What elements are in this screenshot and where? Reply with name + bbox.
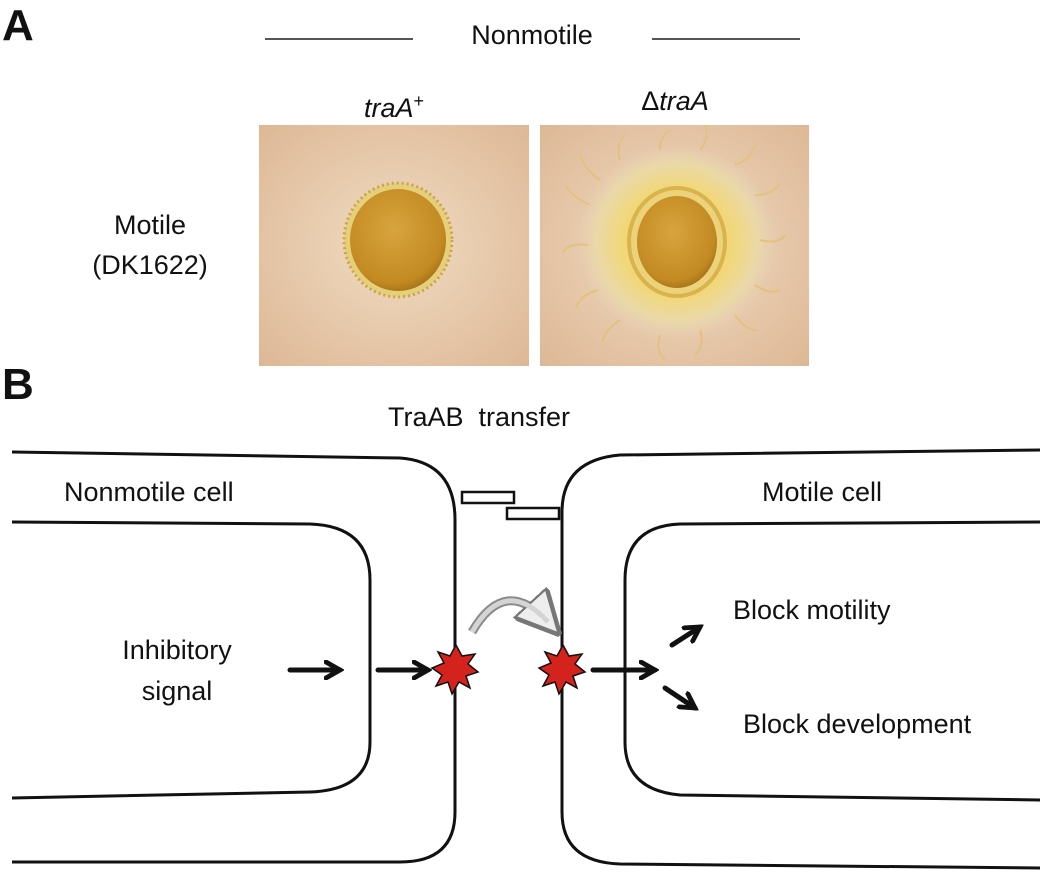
row-label-line1: Motile [113,210,187,240]
signal-burst-right [537,643,587,696]
col2-name: traA [659,86,709,116]
traa-protein-2 [505,506,561,521]
row-label-line2: (DK1622) [92,250,208,280]
photo-traA-plus [259,125,529,366]
arrow-motility [669,627,700,648]
photo-delta-traA [540,124,809,366]
panel-b-label: B [2,360,34,409]
arrow-development [662,685,695,708]
col2-header: ΔtraA [600,86,750,116]
signal-burst-left [430,643,480,696]
nonmotile-header: Nonmotile [471,20,593,50]
col2-prefix: Δ [641,86,660,116]
right-inner-membrane [623,520,1041,802]
col1-header: traA+ [319,86,469,123]
left-outer-membrane [11,450,457,864]
motile-cell-label: Motile cell [762,477,883,507]
block-motility-label: Block motility [733,595,891,625]
col1-name: traA [363,93,414,123]
nonmotile-cell-label: Nonmotile cell [64,477,234,507]
inhibitory-line2: signal [141,676,213,706]
panel-a-label: A [2,1,34,50]
inhibitory-line1: Inhibitory [122,635,232,665]
traa-protein-1 [460,490,516,505]
col1-sup: + [413,91,425,111]
block-development-label: Block development [743,709,972,739]
transfer-label: TraAB transfer [388,402,571,432]
left-inner-membrane [11,520,372,800]
right-outer-membrane [560,448,1041,870]
